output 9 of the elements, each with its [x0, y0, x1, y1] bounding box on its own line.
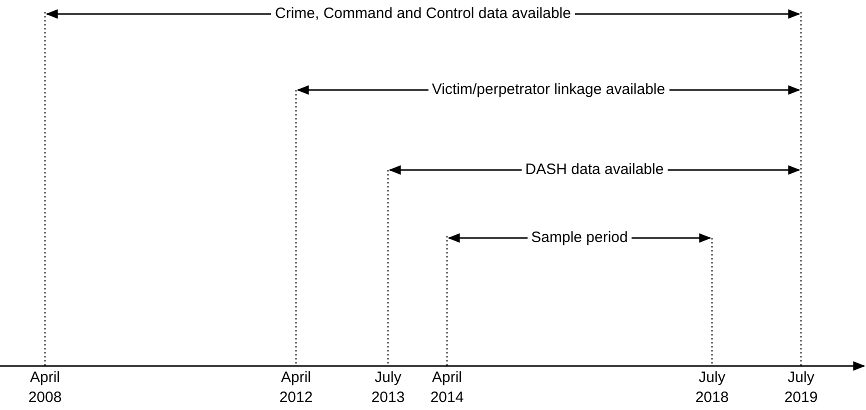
date-label: July 2018 [695, 368, 729, 408]
period-label: Crime, Command and Control data available [271, 5, 575, 23]
period-label: Victim/perpetrator linkage available [428, 81, 670, 99]
date-label: April 2012 [279, 368, 313, 408]
date-label: April 2008 [28, 368, 62, 408]
period-label: Sample period [527, 229, 632, 247]
date-label: July 2019 [784, 368, 818, 408]
date-label: April 2014 [430, 368, 464, 408]
date-label: July 2013 [371, 368, 405, 408]
